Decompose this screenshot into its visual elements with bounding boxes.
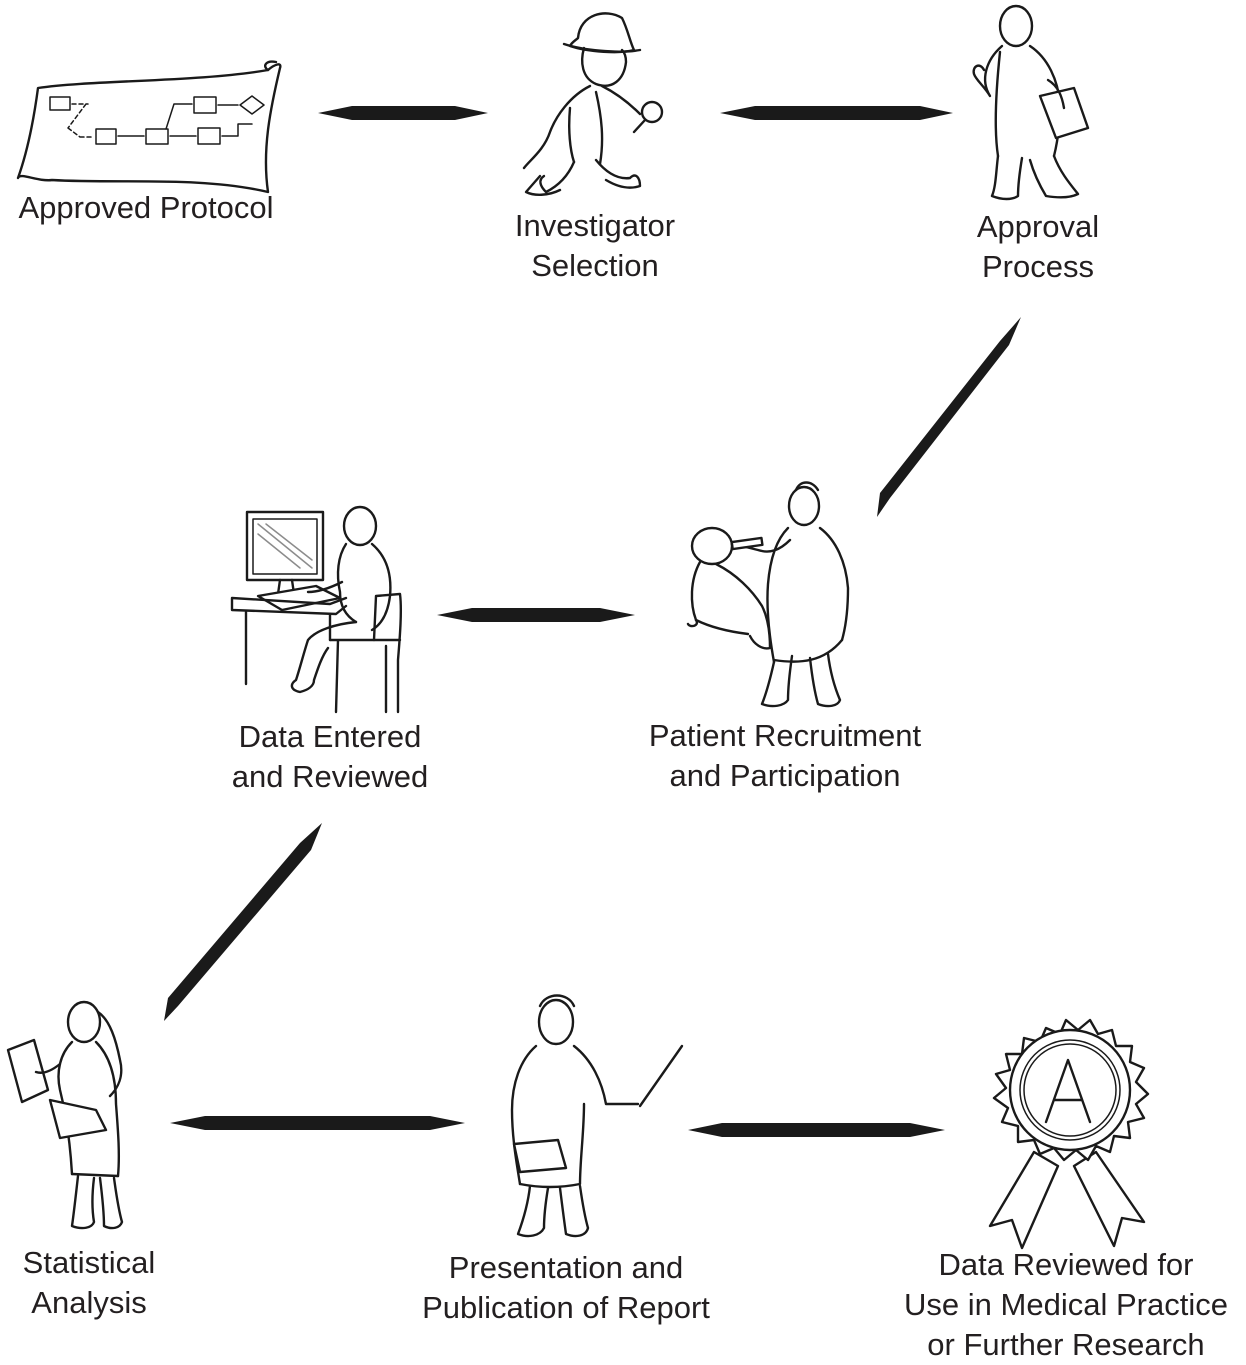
connector-protocol-investigator: [318, 106, 488, 120]
connector-data-statistical: [164, 823, 322, 1021]
presenter-with-pointer-icon: [510, 994, 684, 1238]
analyst-with-clipboard-icon: [6, 1000, 124, 1230]
connector-presentation-reviewed: [688, 1123, 945, 1137]
detective-icon: [522, 12, 664, 196]
step-label-data-entered: Data Entered and Reviewed: [231, 719, 429, 794]
step-label-statistical-analysis: Statistical Analysis: [22, 1245, 156, 1320]
protocol-map-icon: [16, 60, 282, 194]
step-label-approval-process: Approval Process: [976, 209, 1100, 284]
connector-statistical-presentation: [170, 1116, 465, 1130]
person-at-computer-icon: [230, 505, 403, 714]
doctor-examining-child-icon: [686, 481, 850, 708]
step-label-data-reviewed: Data Reviewed for Use in Medical Practic…: [904, 1247, 1228, 1362]
award-ribbon-icon: [988, 1018, 1150, 1250]
step-label-presentation: Presentation and Publication of Report: [422, 1250, 710, 1325]
connector-approval-patient: [877, 317, 1021, 517]
thumbs-up-person-icon: [972, 4, 1090, 201]
connector-patient-data: [437, 608, 635, 622]
connector-investigator-approval: [720, 106, 953, 120]
step-label-approved-protocol: Approved Protocol: [18, 190, 274, 225]
step-label-investigator-selection: Investigator Selection: [514, 208, 676, 283]
step-label-patient-recruitment: Patient Recruitment and Participation: [648, 718, 922, 793]
